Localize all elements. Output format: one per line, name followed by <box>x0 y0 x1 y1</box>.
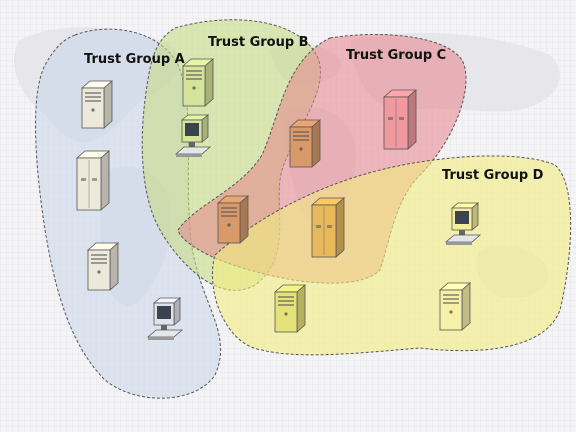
rack-server-icon[interactable] <box>310 197 346 258</box>
server-icon[interactable] <box>216 195 250 244</box>
trust-group-c-label: Trust Group C <box>346 48 446 63</box>
rack-server-icon[interactable] <box>75 150 111 211</box>
trust-group-d-label: Trust Group D <box>442 168 544 183</box>
rack-server-icon[interactable] <box>382 89 418 150</box>
trust-group-b-label: Trust Group B <box>208 35 309 50</box>
server-icon[interactable] <box>80 80 114 129</box>
server-icon[interactable] <box>181 58 215 107</box>
workstation-icon[interactable] <box>174 114 212 157</box>
trust-group-a-label: Trust Group A <box>84 52 185 67</box>
server-icon[interactable] <box>438 282 472 331</box>
workstation-icon[interactable] <box>146 297 184 340</box>
server-icon[interactable] <box>86 242 120 291</box>
server-icon[interactable] <box>273 284 307 333</box>
workstation-icon[interactable] <box>444 202 482 245</box>
server-icon[interactable] <box>288 119 322 168</box>
